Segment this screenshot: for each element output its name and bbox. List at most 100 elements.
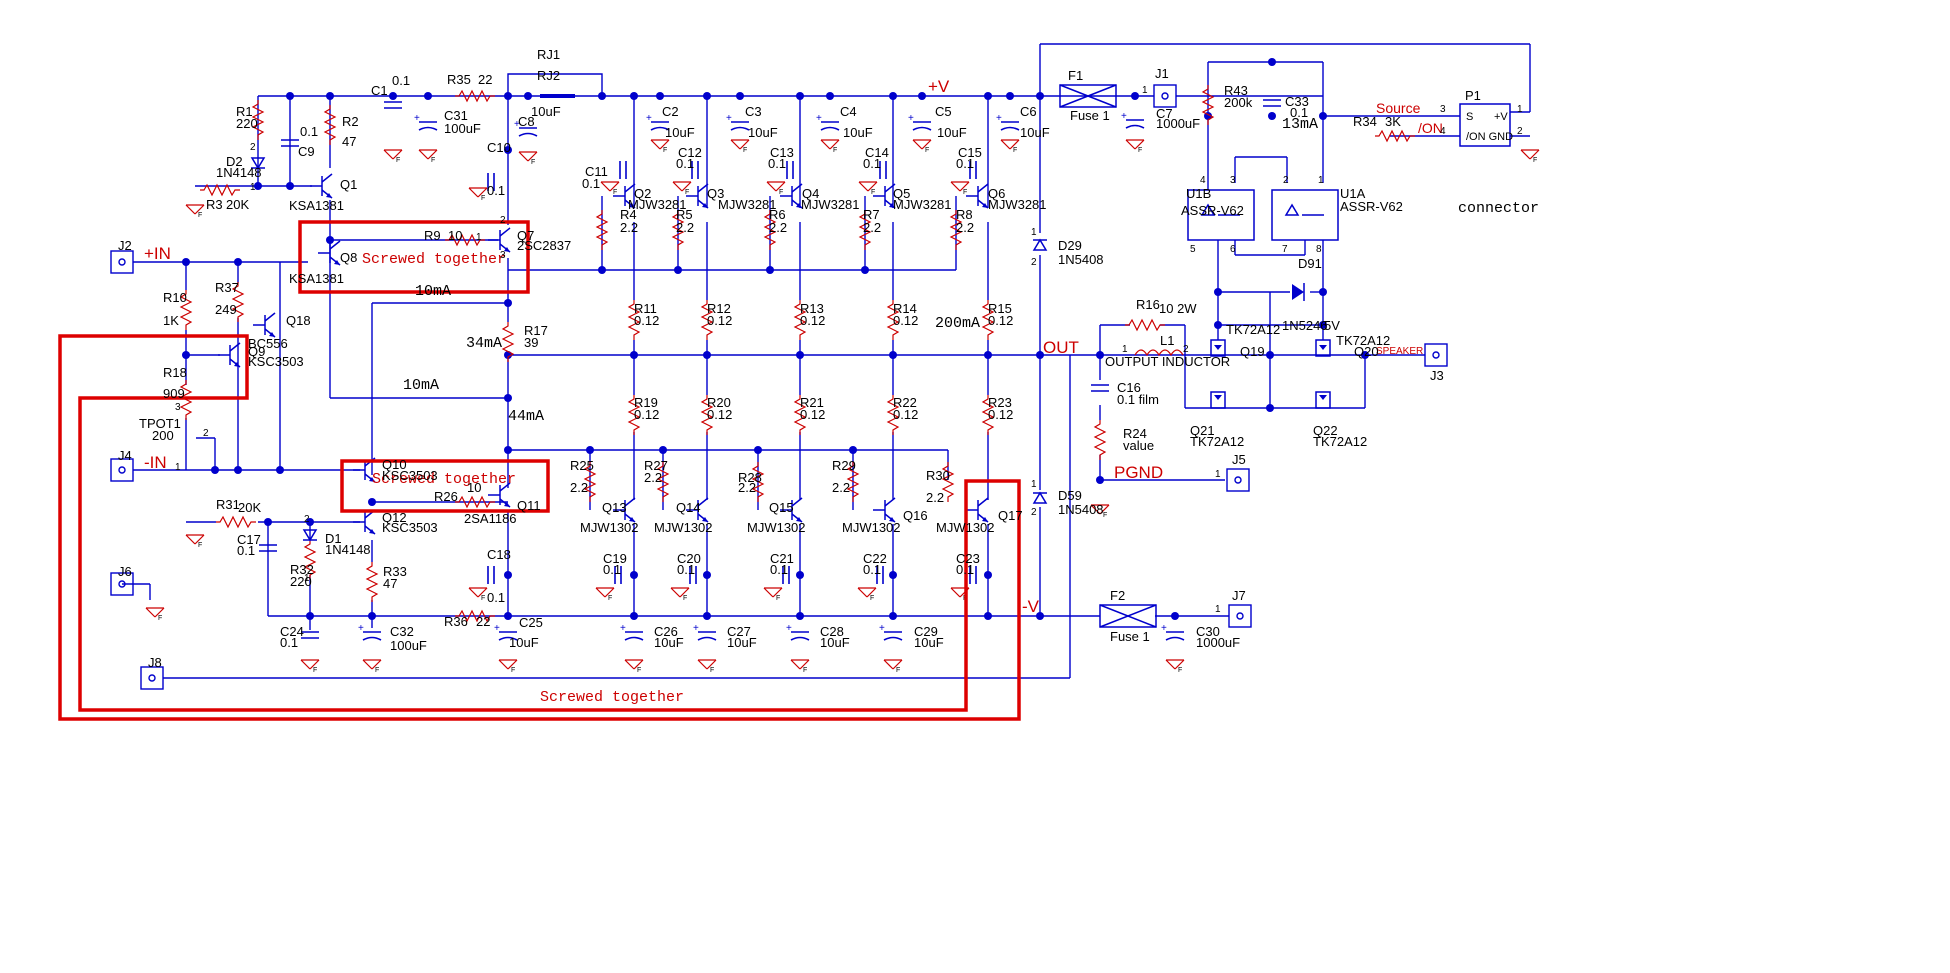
label-resistors-r23: R23 <box>988 395 1012 410</box>
label-capacitors-c5: C5 <box>935 104 952 119</box>
net-speaker: SPEAKER <box>1376 346 1423 357</box>
net-on: /ON <box>1418 120 1443 136</box>
label-semis-q14: Q14 <box>676 500 701 515</box>
label-resistors-r32: R32 <box>290 562 314 577</box>
svg-text:1: 1 <box>1031 227 1037 238</box>
label-capacitors-v01: 0.1 <box>956 156 974 171</box>
label-resistors-v012: 0.12 <box>893 407 918 422</box>
label-parts-p1on: /ON GND <box>1466 131 1513 143</box>
label-capacitors-c23: C23 <box>956 551 980 566</box>
label-resistors-v43: 200k <box>1224 95 1253 110</box>
label-semis-d1: D1 <box>325 531 342 546</box>
label-resistors-r12: R12 <box>707 301 731 316</box>
label-semis-q18: Q18 <box>286 313 311 328</box>
label-semis-u1b: U1B <box>1186 186 1211 201</box>
label-resistors-v9: 10 <box>448 228 462 243</box>
svg-text:2: 2 <box>203 428 209 439</box>
label-resistors-v012: 0.12 <box>988 407 1013 422</box>
label-semis-ksc3503: KSC3503 <box>382 520 438 535</box>
svg-text:6: 6 <box>1230 244 1236 255</box>
label-resistors-r28: R28 <box>738 470 762 485</box>
label-capacitors-c27: C27 <box>727 624 751 639</box>
label-semis-u1a: U1A <box>1340 186 1366 201</box>
label-resistors-r13: R13 <box>800 301 824 316</box>
label-semis-q8: Q8 <box>340 250 357 265</box>
label-capacitors-v1: 0.1 <box>392 73 410 88</box>
label-semis-q4: Q4 <box>802 186 819 201</box>
net-pgnd: PGND <box>1114 463 1163 482</box>
label-resistors-v22: 2.2 <box>863 220 881 235</box>
label-resistors-r20: R20 <box>707 395 731 410</box>
svg-text:4: 4 <box>1440 126 1446 137</box>
label-semis-d59: D59 <box>1058 488 1082 503</box>
label-resistors-r34: R34 <box>1353 114 1377 129</box>
label-capacitors-c1: C1 <box>371 83 388 98</box>
label-resistors-r37: R37 <box>215 280 239 295</box>
label-resistors-r21: R21 <box>800 395 824 410</box>
label-capacitors-c32: C32 <box>390 624 414 639</box>
label-parts-j6: J6 <box>118 564 132 579</box>
label-semis-q2: Q2 <box>634 186 651 201</box>
label-resistors-v22: 2.2 <box>926 490 944 505</box>
label-parts-p1: P1 <box>1465 88 1481 103</box>
svg-text:7: 7 <box>1282 244 1288 255</box>
svg-text:1: 1 <box>1318 175 1324 186</box>
label-resistors-v36: 22 <box>476 614 490 629</box>
label-resistors-r8: R8 <box>956 207 973 222</box>
relay-u1b <box>1187 189 1255 241</box>
svg-text:1: 1 <box>476 232 482 243</box>
label-parts-j3: J3 <box>1430 368 1444 383</box>
label-resistors-v012: 0.12 <box>988 313 1013 328</box>
label-resistors-r16: R16 <box>1136 297 1160 312</box>
label-semis-bc556: BC556 <box>248 336 288 351</box>
label-semis-assr: ASSR-V62 <box>1340 199 1403 214</box>
label-semis-q22: Q22 <box>1313 423 1338 438</box>
label-semis-q11: Q11 <box>517 498 541 513</box>
label-semis-q3: Q3 <box>707 186 724 201</box>
label-semis-q13: Q13 <box>602 500 627 515</box>
label-semis-d91: D91 <box>1298 256 1322 271</box>
label-semis-q20: Q20 <box>1354 344 1379 359</box>
note-current-10b: 10mA <box>403 377 439 394</box>
note-current-34: 34mA <box>466 335 502 352</box>
label-semis-ksc3503: KSC3503 <box>248 354 304 369</box>
label-semis-q15: Q15 <box>769 500 794 515</box>
label-resistors-v22: 2.2 <box>570 480 588 495</box>
label-capacitors-v10u: 10uF <box>820 635 850 650</box>
label-parts-p1v: +V <box>1494 111 1508 123</box>
svg-text:1: 1 <box>1215 469 1221 480</box>
label-resistors-r9: R9 <box>424 228 441 243</box>
label-semis-mjw1302: MJW1302 <box>580 520 639 535</box>
label-parts-j4: J4 <box>118 448 132 463</box>
label-semis-q5: Q5 <box>893 186 910 201</box>
label-resistors-v012: 0.12 <box>800 313 825 328</box>
label-resistors-v33: 47 <box>383 576 397 591</box>
label-resistors-r26: R26 <box>434 489 458 504</box>
note-screwed-2: Screwed together <box>372 471 516 488</box>
label-capacitors-v16: 0.1 film <box>1117 392 1159 407</box>
label-semis-mjw1302: MJW1302 <box>654 520 713 535</box>
labels: +V OUT PGND -V +IN -IN Source /ON SPEAKE… <box>118 47 1539 706</box>
label-capacitors-c17: C17 <box>237 532 261 547</box>
label-semis-d2: D2 <box>226 154 243 169</box>
label-capacitors-c13: C13 <box>770 145 794 160</box>
label-resistors-vpot: 200 <box>152 428 174 443</box>
label-capacitors-v33: 0.1 <box>1290 105 1308 120</box>
net-source: Source <box>1376 100 1421 116</box>
net-out: OUT <box>1043 338 1079 357</box>
label-resistors-v012: 0.12 <box>634 407 659 422</box>
label-resistors-r2: R2 <box>342 114 359 129</box>
svg-text:2: 2 <box>1517 126 1523 137</box>
label-capacitors-v25: 10uF <box>509 635 539 650</box>
net-inminus: -IN <box>144 453 167 472</box>
label-resistors-r5: R5 <box>676 207 693 222</box>
mosfet-symbols <box>1210 339 1331 409</box>
label-resistors-r27: R27 <box>644 458 668 473</box>
svg-text:2: 2 <box>500 215 506 226</box>
wires <box>122 43 1531 679</box>
label-semis-v5: 5V <box>1324 318 1340 333</box>
label-resistors-v16: 10 2W <box>1159 301 1197 316</box>
label-resistors-v26: 10 <box>467 480 481 495</box>
label-resistors-v35: 22 <box>478 72 492 87</box>
connector-p1 <box>1459 103 1511 147</box>
